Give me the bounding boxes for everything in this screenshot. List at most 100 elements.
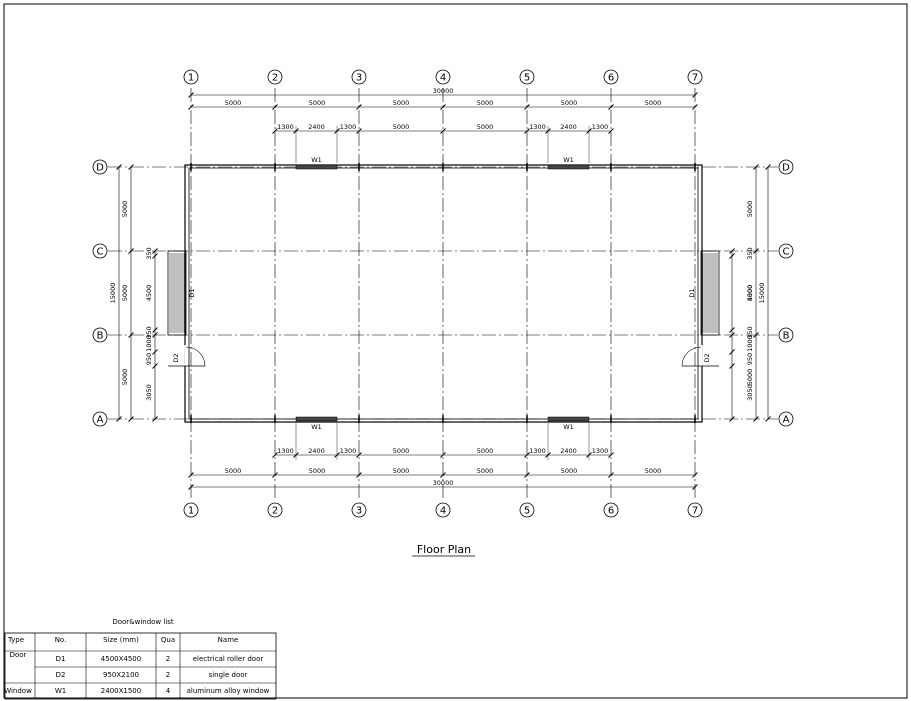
single-door-label: D2 [172, 353, 180, 362]
dimension-text: 5000 [477, 99, 494, 107]
grid-bubble [92, 159, 108, 175]
dimension-tick [152, 332, 158, 338]
dimension-tick [608, 452, 614, 458]
dimension-tick [729, 349, 735, 355]
dimension-text: 950 [145, 353, 153, 365]
grid-bubble [603, 502, 619, 518]
dimension-text: 350 [746, 247, 754, 259]
dimension-tick [356, 472, 362, 478]
grid-bubble [778, 159, 794, 175]
grid-bubble-label: 2 [272, 73, 278, 84]
grid-bubble-label: 7 [692, 73, 698, 84]
dimension-tick [356, 104, 362, 110]
dimension-tick [753, 248, 759, 254]
dimension-text: 350 [746, 326, 754, 338]
grid-bubble-label: C [97, 247, 104, 258]
dimension-tick [524, 472, 530, 478]
schedule-cell-no: D2 [56, 671, 66, 679]
grid-bubble [183, 502, 199, 518]
dimension-tick [729, 363, 735, 369]
dimension-tick [272, 472, 278, 478]
dimension-lines: 30000 30000 5000 5000 5000 5000 5000 5000 5000 50… [109, 87, 771, 490]
dimension-tick [116, 416, 122, 422]
window-w1 [295, 164, 338, 170]
dimension-text: 1300 [277, 123, 294, 131]
grid-bubble-label: 3 [356, 506, 362, 517]
dimension-text: 2400 [560, 447, 577, 455]
schedule-header: Type [7, 636, 24, 644]
dimension-text: 4500 [746, 285, 754, 302]
grid-bubble [687, 502, 703, 518]
grid-bubble-label: B [783, 331, 790, 342]
door-swing-arc [185, 346, 206, 367]
grid-bubble-label: 3 [356, 73, 362, 84]
dimension-tick [524, 452, 530, 458]
overall-dimension-text: 30000 [433, 87, 454, 95]
dimension-text: 5000 [477, 123, 494, 131]
dimension-tick [272, 128, 278, 134]
grid-bubble [778, 411, 794, 427]
grid-bubble [687, 69, 703, 85]
schedule-cell-name: aluminum alloy window [187, 687, 270, 695]
schedule-cell-size: 4500X4500 [101, 655, 141, 663]
dimension-tick [692, 92, 698, 98]
grid-bubble [267, 69, 283, 85]
grid-bubble [267, 502, 283, 518]
dimension-text: 5000 [645, 467, 662, 475]
window-label: W1 [563, 156, 574, 164]
dimension-text: 5000 [225, 99, 242, 107]
grid-bubble [519, 502, 535, 518]
dimension-tick [524, 128, 530, 134]
dimension-text: 1300 [340, 447, 357, 455]
dimension-tick [729, 253, 735, 259]
schedule-cell-size: 2400X1500 [101, 687, 141, 695]
grid-bubble [519, 69, 535, 85]
dimension-tick [128, 416, 134, 422]
dimension-text: 3050 [145, 384, 153, 401]
grid-bubble [183, 69, 199, 85]
overall-width-text: 15000 [109, 283, 117, 304]
dimension-tick [152, 253, 158, 259]
dimension-tick [692, 472, 698, 478]
drawing-title: Floor Plan [417, 543, 471, 556]
window-w1 [547, 164, 590, 170]
dimension-tick [608, 104, 614, 110]
window-label: W1 [311, 423, 322, 431]
grid-bubble-label: 5 [524, 73, 530, 84]
dimension-text: 5000 [393, 99, 410, 107]
dimension-text: 1300 [277, 447, 294, 455]
schedule-cell-no: W1 [55, 687, 66, 695]
dimension-text: 1300 [529, 447, 546, 455]
dimension-tick [440, 104, 446, 110]
grid-bubble-label: A [783, 415, 790, 426]
grid-bubble-label: B [97, 331, 104, 342]
dimension-tick [116, 164, 122, 170]
grid-bubble-label: D [96, 163, 104, 174]
dimension-tick [152, 349, 158, 355]
window-label: W1 [563, 423, 574, 431]
dimension-tick [608, 472, 614, 478]
overall-dimension-text: 30000 [433, 479, 454, 487]
dimension-text: 5000 [393, 467, 410, 475]
grid-bubble-label: 2 [272, 506, 278, 517]
grid-bubble-label: 7 [692, 506, 698, 517]
window-label: W1 [311, 156, 322, 164]
dimension-tick [753, 164, 759, 170]
dimension-tick [152, 327, 158, 333]
dimension-text: 5000 [309, 99, 326, 107]
dimension-tick [729, 416, 735, 422]
dimension-tick [729, 248, 735, 254]
dimension-tick [692, 484, 698, 490]
dimension-text: 5000 [121, 369, 129, 386]
dimension-tick [765, 164, 771, 170]
dimension-text: 1300 [592, 123, 609, 131]
schedule-header: Name [218, 636, 239, 644]
grid-bubble-label: D [782, 163, 790, 174]
dimension-text: 5000 [309, 467, 326, 475]
grid-bubble-label: 6 [608, 73, 614, 84]
dimension-text: 1300 [340, 123, 357, 131]
grid-bubble [435, 69, 451, 85]
dimension-tick [272, 452, 278, 458]
